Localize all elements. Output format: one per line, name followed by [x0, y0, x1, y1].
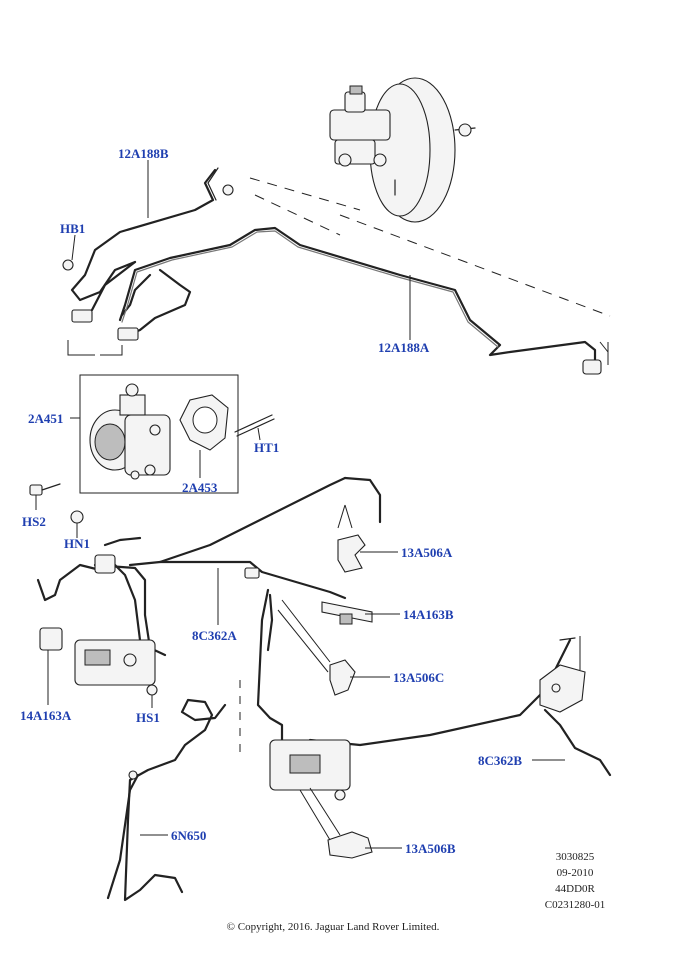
label-8c362b: 8C362B	[478, 753, 522, 768]
label-12a188a: 12A188A	[378, 340, 430, 355]
brake-booster-assembly	[329, 77, 476, 223]
bracket-assembly-lower	[39, 627, 156, 686]
bolt-hs1	[146, 684, 158, 708]
nut-hn1	[70, 510, 84, 538]
hose-harness-8c362a	[36, 476, 576, 747]
label-12a188b: 12A188B	[118, 146, 169, 161]
label-hn1: HN1	[64, 536, 90, 551]
part-labels: 12A188B 12A188A HB1 2A451 2A453 HT1 HS2 …	[20, 146, 522, 856]
label-13a506b: 13A506B	[405, 841, 456, 856]
label-ht1: HT1	[254, 440, 279, 455]
harness-8c362b-end	[539, 636, 612, 777]
ref-line-2: 09-2010	[557, 867, 594, 879]
leader-lines	[47, 160, 565, 849]
bracket-assembly-center	[269, 739, 351, 801]
label-2a453: 2A453	[182, 480, 218, 495]
gasket-2a453	[179, 394, 229, 451]
clip-13a506a	[337, 504, 366, 573]
label-hb1: HB1	[60, 221, 85, 236]
label-hs2: HS2	[22, 514, 46, 529]
vacuum-hose-12a188b	[62, 167, 234, 341]
label-13a506a: 13A506A	[401, 545, 453, 560]
vacuum-pump-2a451	[89, 383, 171, 480]
label-13a506c: 13A506C	[393, 670, 444, 685]
bolt-ht1	[234, 414, 275, 437]
tube-6n650	[106, 698, 227, 902]
reference-block: 3030825 09-2010 44DD0R C0231280-01	[545, 851, 606, 911]
ref-line-4: C0231280-01	[545, 899, 606, 911]
label-6n650: 6N650	[171, 828, 206, 843]
vacuum-line-12a188a	[118, 226, 609, 375]
vacuum-pump-callout-box	[67, 340, 239, 494]
copyright-notice: © Copyright, 2016. Jaguar Land Rover Lim…	[227, 921, 440, 933]
alignment-lines	[239, 177, 611, 760]
label-14a163b: 14A163B	[403, 607, 454, 622]
ref-line-1: 3030825	[556, 851, 595, 863]
bracket-14a163b	[321, 601, 373, 625]
clip-13a506c	[277, 599, 356, 696]
clip-13a506b	[299, 787, 373, 859]
label-8c362a: 8C362A	[192, 628, 237, 643]
label-hs1: HS1	[136, 710, 160, 725]
label-14a163a: 14A163A	[20, 708, 72, 723]
bolt-hs2	[29, 483, 61, 510]
label-2a451: 2A451	[28, 411, 63, 426]
ref-line-3: 44DD0R	[555, 883, 595, 895]
